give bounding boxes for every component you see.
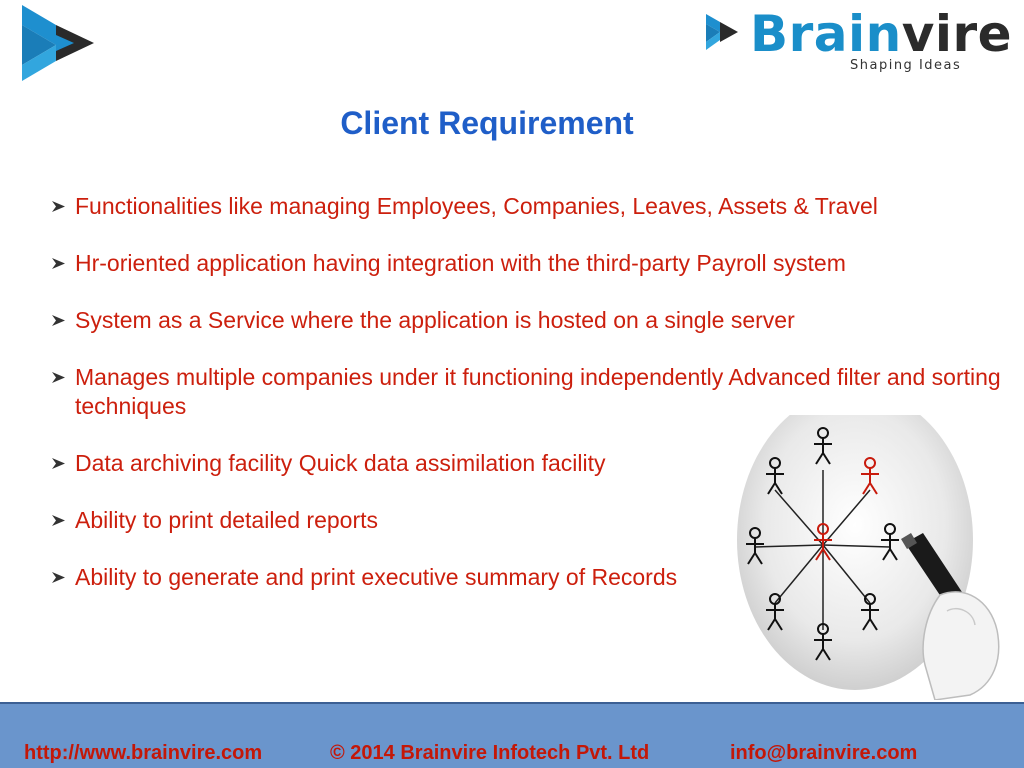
arrowhead-bullet-icon: [52, 515, 65, 526]
footer-bar: http://www.brainvire.com © 2014 Brainvir…: [0, 702, 1024, 768]
requirement-item: Ability to print detailed reports: [52, 506, 1002, 535]
requirement-text: System as a Service where the applicatio…: [75, 307, 795, 333]
requirement-text: Ability to print detailed reports: [75, 507, 378, 533]
copyright-text: © 2014 Brainvire Infotech Pvt. Ltd: [330, 742, 650, 764]
email-link[interactable]: info@brainvire.com: [730, 742, 918, 764]
brand-wordmark: Brainvire: [750, 6, 1012, 62]
requirement-text: Hr-oriented application having integrati…: [75, 250, 846, 276]
requirement-text: Manages multiple companies under it func…: [75, 364, 1001, 419]
brand-tagline: Shaping Ideas: [850, 58, 962, 73]
requirement-text: Functionalities like managing Employees,…: [75, 193, 878, 219]
arrowhead-bullet-icon: [52, 572, 65, 583]
requirement-item: Manages multiple companies under it func…: [52, 363, 1002, 421]
slide-title: Client Requirement: [340, 105, 634, 141]
website-link[interactable]: http://www.brainvire.com: [24, 742, 263, 764]
brand-wordmark-part1: Brain: [750, 5, 902, 63]
arrowhead-bullet-icon: [52, 372, 65, 383]
requirement-item: Hr-oriented application having integrati…: [52, 249, 1002, 278]
arrowhead-bullet-icon: [52, 258, 65, 269]
requirement-item: Functionalities like managing Employees,…: [52, 192, 1002, 221]
brand-logo: Brainvire Shaping Ideas: [706, 4, 1012, 76]
arrowhead-bullet-icon: [52, 201, 65, 212]
requirements-list: Functionalities like managing Employees,…: [52, 192, 1002, 620]
arrowhead-bullet-icon: [52, 315, 65, 326]
requirement-text: Data archiving facility Quick data assim…: [75, 450, 606, 476]
people-network-icon: [737, 415, 1000, 700]
requirement-item: Ability to generate and print executive …: [52, 563, 1002, 592]
brainvire-mark-icon: [22, 5, 94, 81]
arrowhead-bullet-icon: [52, 458, 65, 469]
requirement-item: System as a Service where the applicatio…: [52, 306, 1002, 335]
brand-wordmark-part2: vire: [901, 5, 1013, 63]
requirement-item: Data archiving facility Quick data assim…: [52, 449, 1002, 478]
requirement-text: Ability to generate and print executive …: [75, 564, 678, 590]
brand-chevron-icon: [706, 14, 738, 50]
hand-marker: [901, 533, 1000, 700]
